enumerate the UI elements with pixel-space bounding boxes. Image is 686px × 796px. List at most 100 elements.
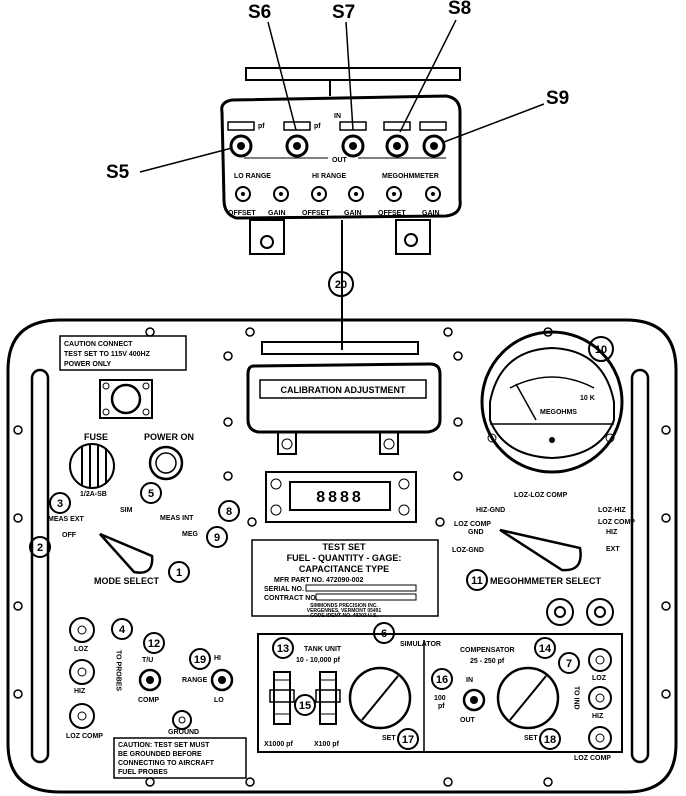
callout-7: 7	[558, 652, 580, 674]
callout-11: 11	[466, 569, 488, 591]
main-panel	[6, 318, 678, 794]
svg-text:SIMMONDS PRECISION INC.: SIMMONDS PRECISION INC.	[310, 603, 378, 609]
loz-hiz-label: LOZ-HIZ	[598, 507, 626, 514]
toggle-switch-s7[interactable]	[341, 134, 365, 158]
svg-text:18: 18	[544, 734, 556, 746]
out-switch-label: OUT	[460, 717, 476, 724]
power-connector[interactable]	[99, 379, 153, 419]
mode-select-knob[interactable]	[99, 532, 154, 574]
callout-17: 17	[397, 728, 419, 750]
compensator-set-knob[interactable]	[496, 666, 560, 730]
pf100-label: 100	[434, 695, 446, 702]
megohmmeter-label: MEGOHMMETER	[382, 173, 439, 180]
megohmmeter-select-label: MEGOHMMETER SELECT	[490, 576, 602, 586]
pf-label-2: pf	[314, 123, 321, 130]
simulator-label: SIMULATOR	[400, 641, 441, 648]
connector-hiz-ind[interactable]	[588, 686, 612, 710]
callout-10: 10	[588, 336, 614, 362]
caution-power-label: CAUTION CONNECT TEST SET TO 115V 400HZ P…	[59, 335, 187, 371]
ground-terminal[interactable]	[172, 710, 192, 730]
to-probes-label: TO PROBES	[115, 650, 122, 691]
svg-text:GND: GND	[468, 529, 484, 536]
adjust-pot-hi-gain[interactable]	[348, 186, 364, 202]
svg-text:2: 2	[37, 542, 43, 554]
tu-comp-switch[interactable]	[138, 668, 162, 692]
svg-text:BE GROUNDED BEFORE: BE GROUNDED BEFORE	[118, 751, 202, 758]
adjust-pot-meg-gain[interactable]	[425, 186, 441, 202]
thumbwheel-x1000[interactable]	[269, 671, 295, 725]
svg-text:17: 17	[402, 734, 414, 746]
compensator-label: COMPENSATOR	[460, 647, 515, 654]
loz-loz-comp-label: LOZ-LOZ COMP	[514, 492, 568, 499]
connector-loz-comp-ind[interactable]	[588, 726, 612, 750]
svg-text:1: 1	[176, 567, 182, 579]
svg-text:8: 8	[226, 506, 232, 518]
svg-text:12: 12	[148, 638, 160, 650]
toggle-switch-s8[interactable]	[385, 134, 409, 158]
callout-s7: S7	[332, 2, 355, 23]
megohmmeter-jack-2[interactable]	[586, 598, 614, 626]
loz-comp-probe-label: LOZ COMP	[66, 733, 103, 740]
svg-text:6: 6	[381, 628, 387, 640]
connector-loz-probe[interactable]	[69, 617, 95, 643]
callout-8: 8	[218, 500, 240, 522]
svg-text:9: 9	[214, 532, 220, 544]
adjust-pot-hi-offset[interactable]	[311, 186, 327, 202]
adjust-pot-meg-offset[interactable]	[386, 186, 402, 202]
connector-loz-ind[interactable]	[588, 648, 612, 672]
svg-text:CAUTION: TEST SET MUST: CAUTION: TEST SET MUST	[118, 742, 210, 749]
hi-range-label: HI RANGE	[312, 173, 347, 180]
svg-text:16: 16	[436, 674, 448, 686]
svg-text:13: 13	[277, 643, 289, 655]
svg-text:15: 15	[299, 700, 311, 712]
svg-text:CONTRACT NO.: CONTRACT NO.	[264, 595, 318, 602]
range-switch[interactable]	[210, 668, 234, 692]
adjust-pot-lo-gain[interactable]	[273, 186, 289, 202]
svg-text:FUEL PROBES: FUEL PROBES	[118, 769, 168, 776]
thumbwheel-x100[interactable]	[315, 671, 341, 725]
fuse-rating-label: 1/2A-SB	[80, 491, 107, 498]
tank-unit-set-knob[interactable]	[348, 666, 412, 730]
callout-2: 2	[29, 536, 51, 558]
compensator-in-out-switch[interactable]	[462, 688, 486, 712]
connector-hiz-probe[interactable]	[69, 659, 95, 685]
simulator-section	[257, 633, 623, 753]
callout-4: 4	[111, 618, 133, 640]
tu-label: T/U	[142, 657, 153, 664]
svg-text:CAPACITANCE TYPE: CAPACITANCE TYPE	[299, 564, 389, 574]
svg-text:4: 4	[119, 624, 126, 636]
identification-plate: TEST SET FUEL - QUANTITY - GAGE: CAPACIT…	[251, 539, 439, 619]
fuse-label: FUSE	[84, 432, 108, 442]
megohmmeter-select-knob[interactable]	[499, 528, 582, 572]
callout-18: 18	[539, 728, 561, 750]
comp-label: COMP	[138, 697, 159, 704]
toggle-switch-s9[interactable]	[422, 134, 446, 158]
svg-text:5: 5	[148, 488, 154, 500]
set-label-2: SET	[524, 735, 538, 742]
loz-gnd-label: LOZ-GND	[452, 547, 484, 554]
power-on-label: POWER ON	[144, 432, 194, 442]
gain-label-1: GAIN	[268, 210, 286, 217]
calibration-box-body	[220, 94, 462, 220]
loz-comp-gnd-label: LOZ COMP	[454, 521, 491, 528]
svg-text:MEGOHMS: MEGOHMS	[540, 409, 577, 416]
callout-12: 12	[143, 632, 165, 654]
toggle-switch-s5[interactable]	[229, 134, 253, 158]
comp-range-label: 25 - 250 pf	[470, 658, 505, 665]
meas-int-label: MEAS INT	[160, 515, 194, 522]
callout-20: 20	[328, 271, 354, 297]
toggle-switch-s6[interactable]	[285, 134, 309, 158]
hiz-ind-label: HIZ	[592, 713, 604, 720]
connector-loz-comp-probe[interactable]	[69, 703, 95, 729]
svg-text:HIZ: HIZ	[606, 529, 618, 536]
loz-comp-hiz-label: LOZ COMP	[598, 519, 635, 526]
svg-text:CONNECTING TO AIRCRAFT: CONNECTING TO AIRCRAFT	[118, 760, 215, 767]
callout-19: 19	[189, 648, 211, 670]
fuse-holder[interactable]	[69, 443, 115, 489]
adjust-pot-lo-offset[interactable]	[235, 186, 251, 202]
offset-label-1: OFFSET	[228, 210, 256, 217]
gain-label-2: GAIN	[344, 210, 362, 217]
megohmmeter-jack-1[interactable]	[546, 598, 574, 626]
callout-16: 16	[431, 668, 453, 690]
svg-text:VERGENNES, VERMONT 05491: VERGENNES, VERMONT 05491	[307, 608, 382, 614]
